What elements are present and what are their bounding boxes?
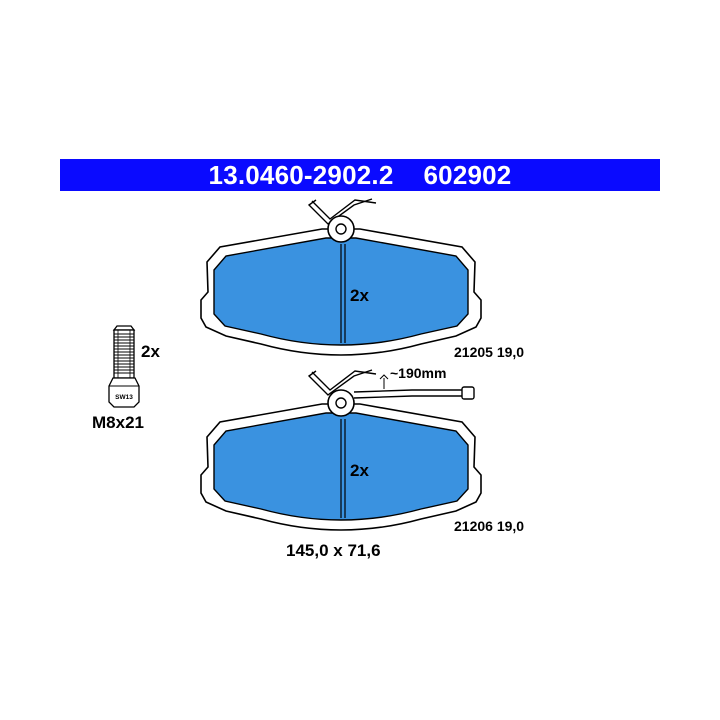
upper-pad-quantity: 2x — [350, 286, 369, 305]
lower-pad-spec: 21206 19,0 — [454, 518, 524, 534]
bolt-head — [108, 377, 140, 408]
bolt-quantity: 2x — [141, 342, 160, 361]
lower-brake-pad: ~190mm 2x 21206 19,0 145,0 x 71,6 — [200, 365, 524, 560]
upper-spring-clip — [307, 198, 377, 225]
part-number: 13.0460-2902.2 — [208, 160, 394, 190]
bolt: SW13 2x M8x21 — [92, 325, 160, 432]
pad-dimensions: 145,0 x 71,6 — [286, 541, 381, 560]
bolt-wrench-size: SW13 — [115, 394, 133, 401]
lower-pad-quantity: 2x — [350, 461, 369, 480]
upper-brake-pad: 2x 21205 19,0 — [200, 198, 524, 360]
reference-number: 602902 — [423, 160, 512, 190]
upper-pad-spec: 21205 19,0 — [454, 344, 524, 360]
bolt-size: M8x21 — [92, 413, 144, 432]
part-number-banner: 13.0460-2902.2 602902 — [60, 159, 660, 191]
wear-sensor-connector — [461, 386, 475, 400]
wear-sensor — [353, 374, 475, 400]
bolt-thread — [114, 333, 134, 374]
sensor-length: ~190mm — [390, 365, 446, 381]
